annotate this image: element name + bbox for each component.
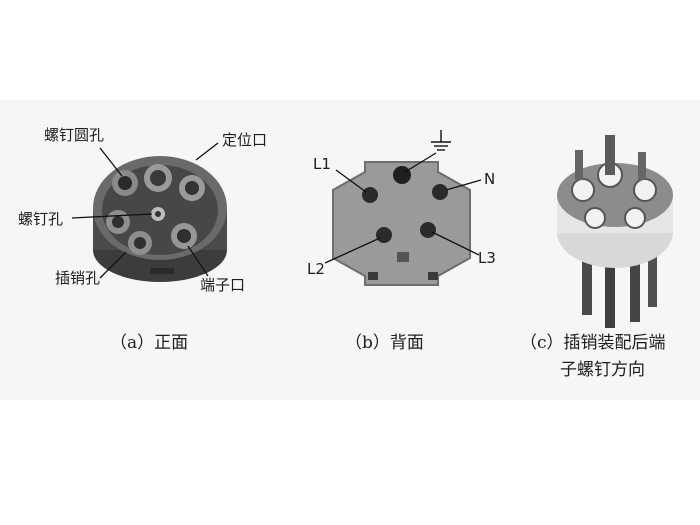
label-screw-hole: 螺钉孔 — [18, 210, 64, 228]
label-l3: L3 — [478, 249, 496, 267]
l2-hole — [376, 227, 392, 243]
top-pin — [575, 150, 583, 180]
label-l2: L2 — [307, 260, 325, 278]
l1-hole — [362, 187, 378, 203]
pin — [582, 255, 592, 315]
ground-symbol-icon — [431, 130, 451, 151]
label-pin-hole: 插销孔 — [55, 269, 101, 287]
top-pin — [605, 135, 615, 175]
caption-back: （b）背面 — [345, 333, 424, 353]
pin — [648, 252, 657, 307]
pin — [605, 260, 615, 328]
terminal-screw — [633, 178, 657, 202]
label-terminal-opening: 端子口 — [200, 276, 246, 294]
terminal-screw — [624, 207, 646, 229]
l3-hole — [420, 222, 436, 238]
terminal-screw — [571, 178, 595, 202]
label-n: N — [484, 170, 496, 188]
bottom-notch — [150, 268, 174, 274]
caption-assembled-line1: （c）插销装配后端 — [520, 333, 666, 353]
label-screw-round-hole: 螺钉圆孔 — [44, 126, 105, 144]
top-pin — [638, 152, 646, 180]
back-center-slot — [397, 252, 409, 262]
pin — [630, 258, 640, 322]
terminal-screw — [584, 207, 606, 229]
caption-front: （a）正面 — [110, 333, 189, 353]
label-positioning-opening: 定位口 — [222, 131, 268, 149]
caption-assembled-line2: 子螺钉方向 — [560, 360, 645, 380]
label-l1: L1 — [313, 155, 331, 173]
n-hole — [432, 184, 448, 200]
